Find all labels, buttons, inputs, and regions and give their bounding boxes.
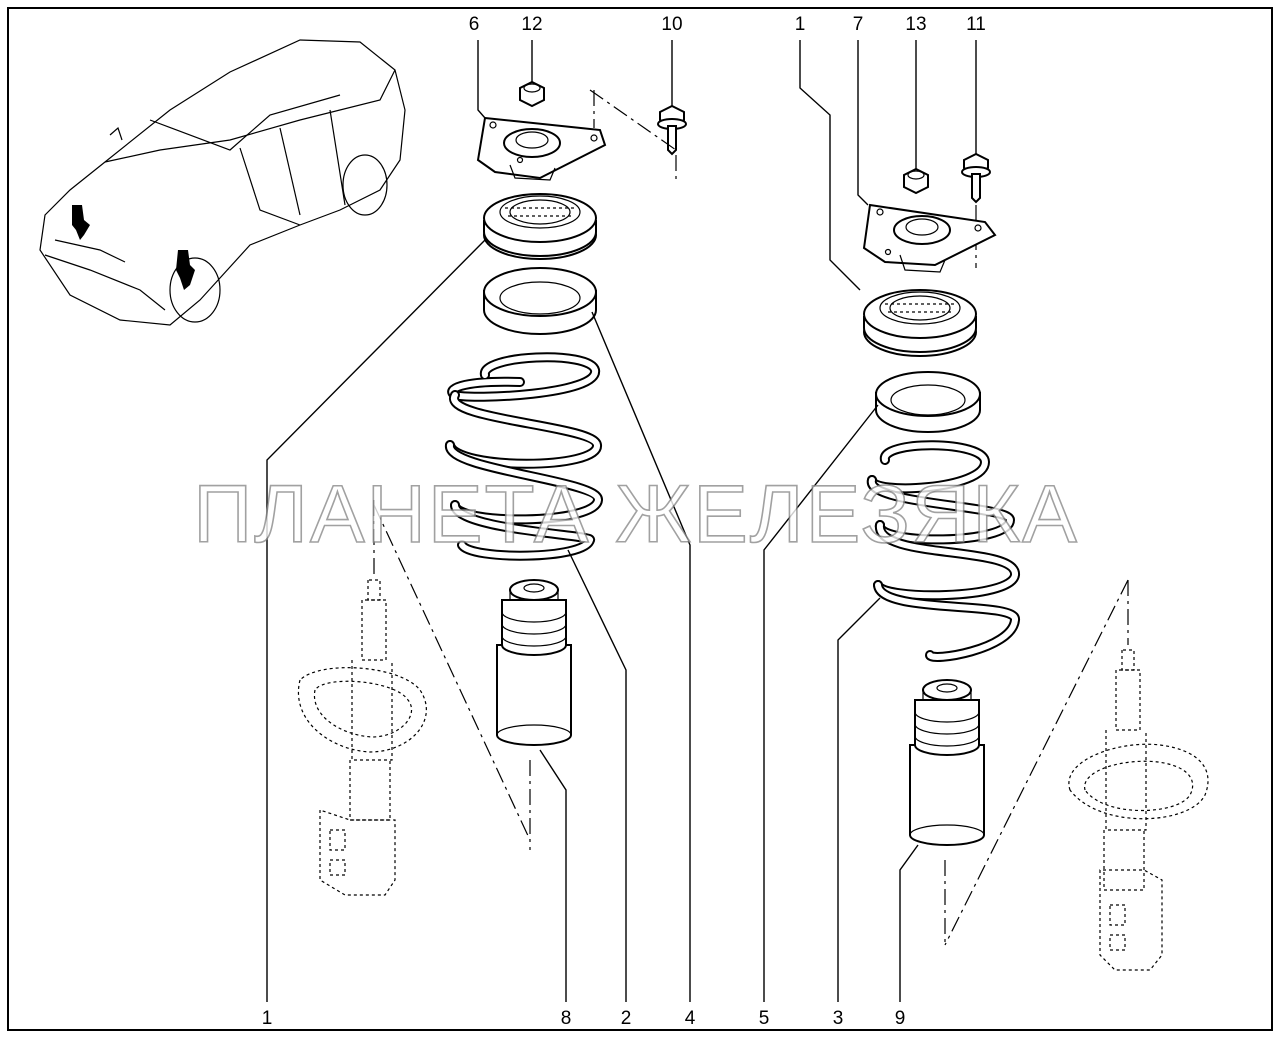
shock-absorber-strut-right [1068,649,1209,971]
coil-spring-right [867,440,1020,662]
callout-1-bottom: 1 [262,1008,273,1029]
callout-13: 13 [905,14,926,35]
callout-numbers-top: 6 12 10 1 7 13 11 [469,14,986,35]
bump-stop-boot-right [909,679,985,846]
strut-mount-right [862,203,997,273]
callout-numbers-bottom: 1 8 2 4 5 3 9 [262,1008,906,1029]
coil-spring-left [445,352,603,561]
strut-bearing-left [483,193,597,260]
callout-7: 7 [853,14,864,35]
callout-4: 4 [685,1008,696,1029]
sedan-locator-icon [39,39,406,326]
spring-seat-left [483,267,597,335]
bolt-right [961,152,991,204]
bump-stop-boot-left [496,579,572,746]
shock-absorber-strut-left [297,579,427,896]
callout-2: 2 [621,1008,632,1029]
callout-8: 8 [561,1008,572,1029]
callout-1-top: 1 [795,14,806,35]
watermark-text: ПЛАНЕТА ЖЕЛЕЗЯКА [193,469,1079,560]
strut-mount-left [476,116,607,181]
spring-seat-right [875,371,981,433]
callout-5: 5 [759,1008,770,1029]
callout-10: 10 [661,14,682,35]
callout-6: 6 [469,14,480,35]
callout-11: 11 [966,14,986,35]
callout-12: 12 [521,14,542,35]
nut-left [519,80,545,108]
callout-9: 9 [895,1008,906,1029]
diagram-frame [7,7,1273,1031]
callout-3: 3 [833,1008,844,1029]
nut-right [903,167,929,195]
leader-lines [266,40,977,1002]
strut-bearing-right [863,289,977,357]
